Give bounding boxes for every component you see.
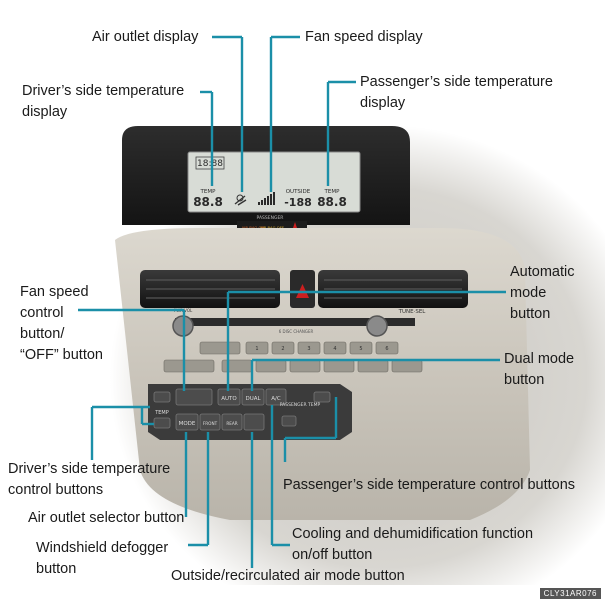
preset-button-3[interactable] bbox=[297, 341, 321, 355]
dual-button-label: DUAL bbox=[245, 396, 261, 402]
preset-label-2: 2 bbox=[281, 346, 284, 352]
preset-label-3: 3 bbox=[307, 346, 310, 352]
lcd-clock: 18:88 bbox=[197, 159, 223, 169]
preset-label-6: 6 bbox=[385, 346, 388, 352]
preset-button-5[interactable] bbox=[349, 341, 373, 355]
label-dual-mode-line2: button bbox=[504, 372, 545, 388]
label-air-outlet-display: Air outlet display bbox=[92, 29, 199, 45]
rear-defogger-button[interactable] bbox=[221, 413, 243, 431]
preset-button-1[interactable] bbox=[245, 341, 269, 355]
label-driver-temp-control-line2: control buttons bbox=[8, 482, 104, 498]
passenger-temp-up-button[interactable] bbox=[313, 391, 331, 403]
lcd-fan-speed-bars bbox=[258, 192, 275, 205]
lcd-passenger-temp: 88.8 bbox=[317, 195, 347, 209]
lcd-driver-temp-label: TEMP bbox=[200, 189, 217, 195]
label-fan-speed-control-line3: button/ bbox=[20, 326, 65, 342]
label-fan-speed-display: Fan speed display bbox=[305, 29, 423, 45]
front-defogger-label: FRONT bbox=[203, 421, 218, 426]
label-passenger-temp-control: Passenger’s side temperature control but… bbox=[283, 477, 576, 493]
label-driver-temp-display-line1: Driver’s side temperature bbox=[22, 83, 185, 99]
lcd-driver-temp: 88.8 bbox=[193, 195, 223, 209]
label-passenger-temp-display-line1: Passenger’s side temperature bbox=[360, 74, 553, 90]
label-cooling-line2: on/off button bbox=[292, 547, 373, 563]
tune-select-knob[interactable] bbox=[366, 315, 388, 337]
preset-button-2[interactable] bbox=[271, 341, 295, 355]
figure-code: CLY31AR076 bbox=[539, 588, 601, 599]
airbag-off-text: AIR BAG OFF bbox=[260, 225, 284, 230]
label-automatic-mode-line3: button bbox=[510, 306, 551, 322]
preset-button-6[interactable] bbox=[375, 341, 399, 355]
recirculation-button[interactable] bbox=[243, 413, 265, 431]
ac-button-label: A/C bbox=[271, 396, 281, 402]
disc-changer-label: 6 DISC CHANGER bbox=[279, 329, 314, 334]
auto-button-label: AUTO bbox=[221, 396, 237, 402]
lcd-air-outlet-icon bbox=[234, 194, 247, 206]
label-driver-temp-control-line1: Driver’s side temperature bbox=[8, 461, 171, 477]
mode-button[interactable] bbox=[175, 413, 199, 431]
label-fan-speed-control-line2: control bbox=[20, 305, 64, 321]
label-dual-mode-line1: Dual mode bbox=[504, 351, 575, 367]
airbag-on-text: AIR BAG ON bbox=[242, 225, 265, 230]
mode-button-label: MODE bbox=[179, 421, 196, 427]
rear-defogger-label: REAR bbox=[226, 421, 237, 426]
label-driver-temp-display-line2: display bbox=[22, 104, 68, 120]
fan-speed-button[interactable] bbox=[175, 388, 213, 406]
label-windshield-defogger-line1: Windshield defogger bbox=[36, 540, 169, 556]
label-fan-speed-control-line4: “OFF” button bbox=[20, 347, 103, 363]
airbag-passenger-label: PASSENGER bbox=[257, 215, 284, 221]
climate-lcd: 18:88 TEMP 88.8 OUTSIDE -188 TEMP 88.8 bbox=[187, 151, 361, 213]
label-windshield-defogger-line2: button bbox=[36, 561, 77, 577]
lcd-passenger-temp-label: TEMP bbox=[324, 189, 341, 195]
label-cooling-line1: Cooling and dehumidification function bbox=[292, 526, 534, 542]
preset-button-4[interactable] bbox=[323, 341, 347, 355]
lcd-outside-temp: -188 bbox=[284, 196, 312, 209]
preset-label-4: 4 bbox=[333, 346, 336, 352]
label-air-outlet-selector: Air outlet selector button bbox=[28, 510, 185, 526]
label-fan-speed-control-line1: Fan speed bbox=[20, 284, 89, 300]
passenger-temp-label: PASSENGER TEMP bbox=[280, 402, 321, 408]
lcd-outside-label: OUTSIDE bbox=[286, 189, 311, 195]
label-automatic-mode-line2: mode bbox=[510, 285, 547, 301]
tune-select-label: TUNE·SEL bbox=[398, 309, 427, 315]
preset-label-5: 5 bbox=[359, 346, 362, 352]
climate-section: AUTO DUAL A/C TEMP MODE FRONT REAR PASSE… bbox=[148, 384, 352, 440]
driver-temp-up-button[interactable] bbox=[153, 391, 171, 403]
air-vents bbox=[140, 270, 468, 308]
driver-temp-label: TEMP bbox=[154, 410, 169, 416]
label-automatic-mode-line1: Automatic bbox=[510, 264, 575, 280]
preset-label-1: 1 bbox=[255, 346, 258, 352]
ac-button[interactable] bbox=[265, 388, 287, 406]
passenger-temp-down-button[interactable] bbox=[281, 415, 297, 427]
label-outside-recirc: Outside/recirculated air mode button bbox=[171, 568, 405, 584]
front-defogger-button[interactable] bbox=[199, 413, 221, 431]
label-passenger-temp-display-line2: display bbox=[360, 95, 406, 111]
